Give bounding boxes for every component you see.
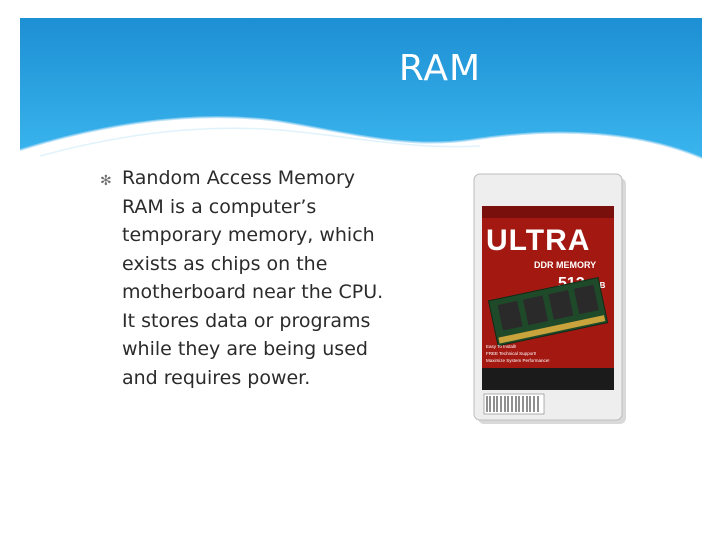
package-promo-2: FREE Technical Support!	[486, 351, 536, 356]
title-banner: RAM	[0, 0, 720, 175]
package-product-line: DDR MEMORY	[534, 260, 596, 270]
body-paragraph: RAM is a computer’s temporary memory, wh…	[122, 195, 384, 389]
package-promo-1: Easy To Install!	[486, 344, 516, 349]
banner-wave	[19, 18, 703, 159]
package-promo-3: Maximize System Performance!	[486, 358, 550, 363]
slide-title: RAM	[398, 48, 482, 89]
bullet-item: ✻ Random Access Memory	[100, 164, 398, 193]
package-brand: ULTRA	[486, 224, 590, 257]
ram-package-image: ULTRA DDR MEMORY 512 MB Easy To Install!…	[472, 172, 630, 427]
asterisk-bullet-icon: ✻	[100, 173, 112, 189]
slide-body: ✻ Random Access Memory RAM is a computer…	[98, 164, 398, 392]
bullet-heading: Random Access Memory	[122, 167, 356, 189]
